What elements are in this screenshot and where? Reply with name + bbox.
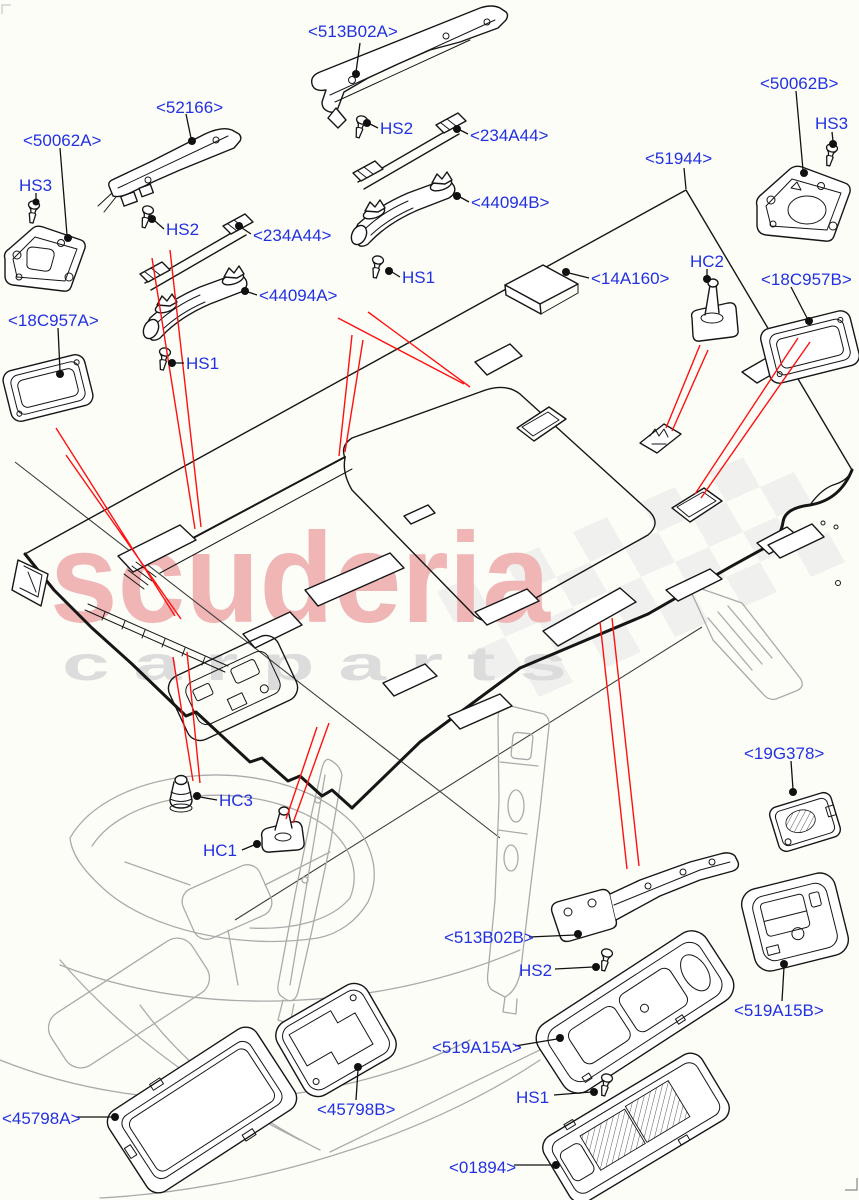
- part-label-44094A: <44094A>: [259, 286, 338, 305]
- corner-mark-top-left: [1, 4, 11, 14]
- fastener-label-hc1: HC1: [203, 841, 238, 860]
- console-lamp-519A15B: [740, 872, 850, 972]
- watermark-brand-text: scuderia: [50, 507, 551, 650]
- bezel-18C957A: [2, 354, 94, 422]
- fastener-label-hs1-bottom: HS1: [516, 1088, 550, 1107]
- fastener-label-hs1-left: HS1: [186, 354, 220, 373]
- leader-lines: [32, 42, 837, 1169]
- part-label-234A44-top: <234A44>: [470, 126, 549, 145]
- fastener-label-hs2-left: HS2: [166, 220, 200, 239]
- part-label-44094B: <44094B>: [471, 193, 550, 212]
- screw-hs2-bottom: [597, 947, 614, 973]
- lamp-base-50062B: [755, 165, 851, 242]
- part-label-234A44-left: <234A44>: [253, 226, 332, 245]
- corner-mark-bottom-right: [845, 1178, 858, 1191]
- fastener-label-hs2-bottom: HS2: [519, 961, 553, 980]
- part-label-01894: <01894>: [449, 1158, 517, 1177]
- fastener-label-hs1-top: HS1: [402, 268, 436, 287]
- part-label-513B02B: <513B02B>: [444, 928, 534, 947]
- part-label-513B02A: <513B02A>: [308, 22, 398, 41]
- part-label-519A15A: <519A15A>: [432, 1038, 522, 1057]
- fastener-label-hs3-right: HS3: [815, 114, 849, 133]
- screw-hs1-top: [368, 254, 385, 280]
- clip-HC2: [690, 278, 739, 342]
- console-trim-519A15A: [535, 930, 735, 1094]
- part-label-19G378: <19G378>: [744, 744, 825, 763]
- part-label-45798A: <45798A>: [2, 1109, 81, 1128]
- lamp-lens-19G378: [768, 791, 842, 853]
- part-label-519A15B: <519A15B>: [734, 1001, 824, 1020]
- red-locator-lines: [55, 249, 811, 870]
- grab-handle-44094B: [347, 171, 456, 248]
- fastener-label-hs2-top: HS2: [380, 119, 414, 138]
- bezel-18C957B: [760, 310, 859, 384]
- headlining-panel: [11, 189, 854, 810]
- part-label-52166: <52166>: [156, 98, 224, 117]
- fastener-label-hc2: HC2: [690, 252, 725, 271]
- part-label-50062A: <50062A>: [23, 131, 102, 150]
- strip-234A44-top: [352, 112, 467, 190]
- fastener-label-hs3-left: HS3: [19, 176, 53, 195]
- grab-handle-44094A: [142, 265, 248, 341]
- watermark-tagline-text: c a r p a r t s: [62, 638, 567, 691]
- part-label-50062B: <50062B>: [760, 74, 839, 93]
- fastener-label-hc3: HC3: [219, 791, 254, 810]
- part-label-45798B: <45798B>: [317, 1100, 396, 1119]
- bracket-513B02A: [310, 5, 509, 129]
- clip-HC3: [169, 774, 193, 813]
- part-label-18C957B: <18C957B>: [761, 270, 852, 289]
- foam-pad-14A160: [504, 264, 579, 315]
- visor-mount-cutout: [516, 406, 567, 442]
- clip-HC1: [260, 806, 305, 853]
- sunroof-switch-cutout: [639, 423, 682, 454]
- part-label-18C957A: <18C957A>: [8, 311, 99, 330]
- part-label-14A160: <14A160>: [591, 269, 670, 288]
- lamp-01894: [542, 1052, 730, 1200]
- bracket-513B02B: [550, 852, 740, 943]
- lamp-base-50062A: [3, 225, 86, 292]
- bezel-45798A: [106, 1026, 298, 1194]
- bracket-52166: [97, 127, 242, 213]
- part-label-51944: <51944>: [645, 149, 713, 168]
